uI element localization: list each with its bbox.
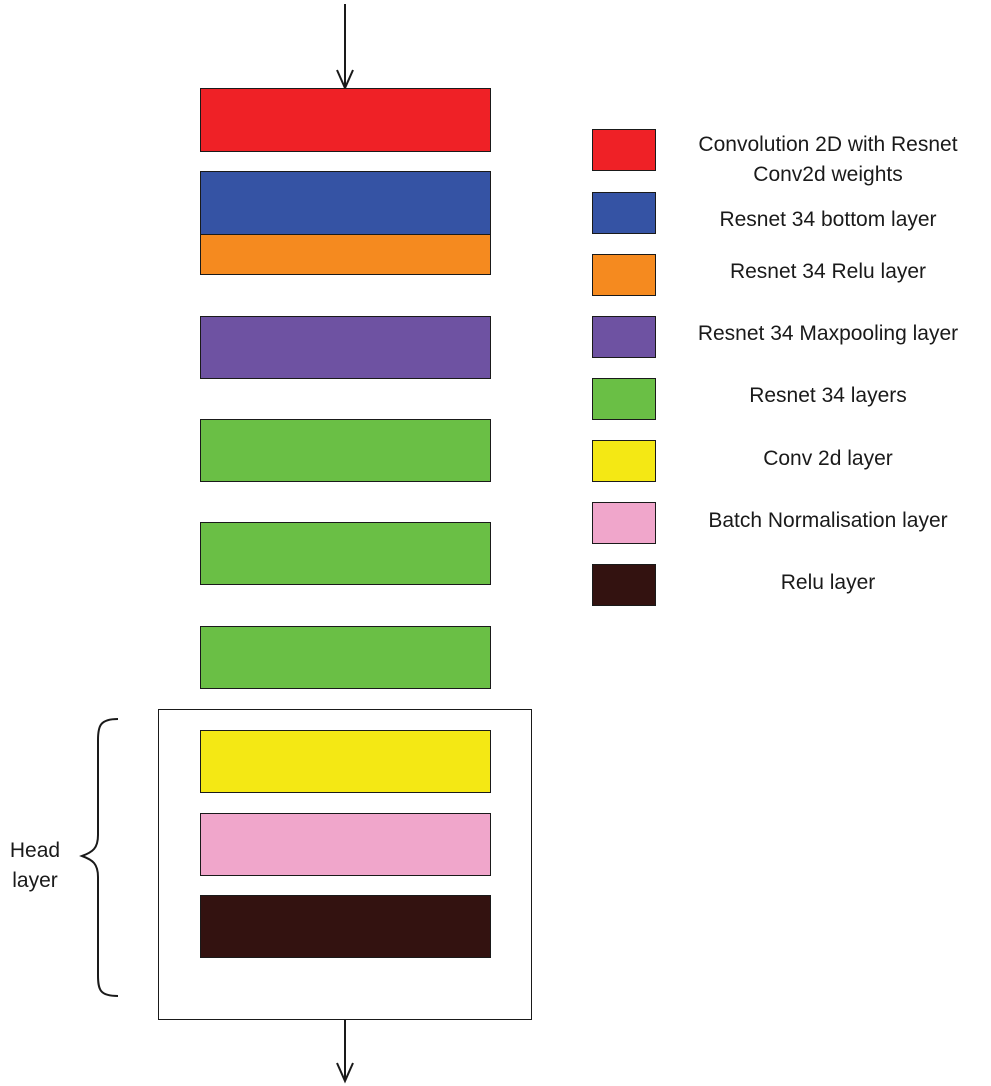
layer-block-9 [200,813,491,876]
legend-swatch-3 [592,254,656,296]
layer-block-7 [200,626,491,689]
head-layer-label: Head layer [9,839,61,892]
legend-label-6: Conv 2d layer [763,447,893,470]
layer-block-2 [200,171,491,235]
legend-label-4: Resnet 34 Maxpooling layer [697,322,959,345]
legend-label-7: Batch Normalisation layer [708,509,948,532]
head-layer-box [158,709,532,1020]
output-arrow-head [336,1062,354,1084]
layer-block-10 [200,895,491,958]
legend-swatch-7 [592,502,656,544]
legend-label-8: Relu layer [780,571,876,594]
legend-label-2: Resnet 34 bottom layer [719,208,937,231]
legend-swatch-5 [592,378,656,420]
layer-block-5 [200,419,491,482]
layer-block-3 [200,234,491,275]
legend-swatch-1 [592,129,656,171]
legend-label-5: Resnet 34 layers [749,384,907,407]
legend-swatch-8 [592,564,656,606]
legend-swatch-2 [592,192,656,234]
layer-block-6 [200,522,491,585]
layer-block-1 [200,88,491,152]
head-brace [79,718,119,997]
legend-label-3: Resnet 34 Relu layer [729,260,927,283]
layer-block-8 [200,730,491,793]
legend-swatch-6 [592,440,656,482]
legend-label-1: Convolution 2D with Resnet Conv2d weight… [698,133,958,186]
legend-swatch-4 [592,316,656,358]
layer-block-4 [200,316,491,379]
